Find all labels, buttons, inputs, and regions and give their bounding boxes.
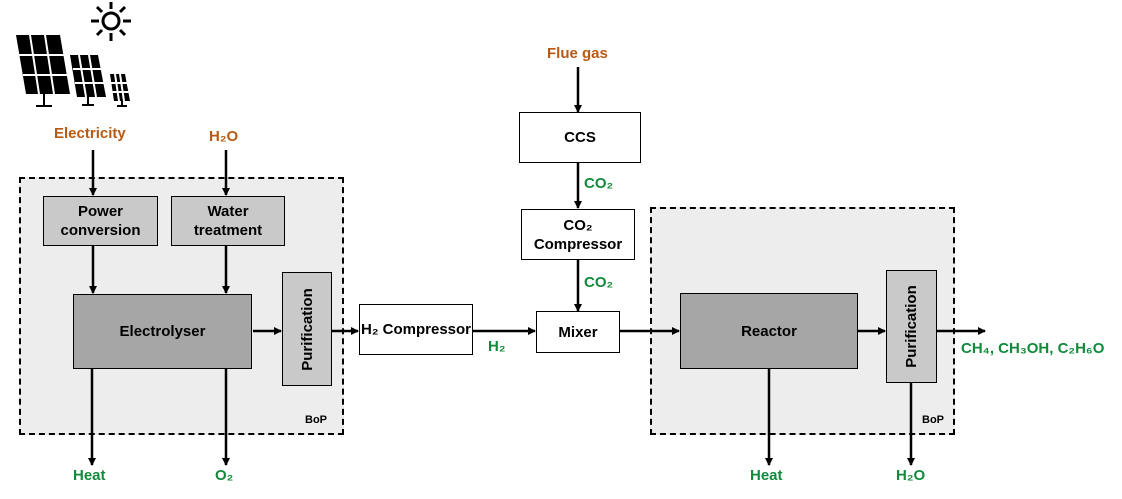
- h2-stream-label: H₂: [488, 338, 506, 355]
- output-o2-label: O₂: [215, 467, 234, 484]
- input-water-label: H₂O: [209, 128, 239, 145]
- h2-compressor-block: H₂ Compressor: [359, 304, 473, 355]
- co2-stream-label-2: CO₂: [584, 274, 614, 291]
- mixer-label: Mixer: [558, 323, 598, 341]
- co2-stream-label-1: CO₂: [584, 175, 614, 192]
- ccs-block: CCS: [519, 112, 641, 163]
- co2-compressor-label: CO₂ Compressor: [533, 216, 623, 253]
- products-label: CH₄, CH₃OH, C₂H₆O: [961, 340, 1105, 357]
- co2-compressor-block: CO₂ Compressor: [521, 209, 635, 260]
- sun-icon: [91, 2, 131, 41]
- water-treatment-label: Water treatment: [193, 203, 263, 239]
- h2-compressor-label: H₂ Compressor: [360, 321, 472, 338]
- output-heat-right-label: Heat: [750, 467, 783, 484]
- input-flue-gas-label: Flue gas: [547, 45, 608, 62]
- purification-right-label: Purification: [903, 285, 921, 368]
- power-conversion-label: Power conversion: [60, 203, 141, 239]
- input-electricity-label: Electricity: [54, 125, 126, 142]
- electrolyser-block: Electrolyser: [73, 294, 252, 369]
- output-water-label: H₂O: [896, 467, 926, 484]
- purification-left-block: Purification: [282, 272, 332, 386]
- output-heat-left-label: Heat: [73, 467, 106, 484]
- water-treatment-block: Water treatment: [171, 196, 285, 246]
- purification-left-label: Purification: [298, 287, 316, 371]
- power-conversion-block: Power conversion: [43, 196, 158, 246]
- mixer-block: Mixer: [536, 311, 620, 353]
- reactor-block: Reactor: [680, 293, 858, 369]
- ccs-label: CCS: [564, 129, 596, 146]
- purification-right-block: Purification: [886, 270, 937, 383]
- electrolyser-label: Electrolyser: [119, 323, 206, 340]
- bop-label-left: BoP: [305, 414, 327, 426]
- solar-panel-icon: [16, 2, 131, 107]
- reactor-label: Reactor: [741, 322, 797, 340]
- bop-label-right: BoP: [922, 414, 944, 426]
